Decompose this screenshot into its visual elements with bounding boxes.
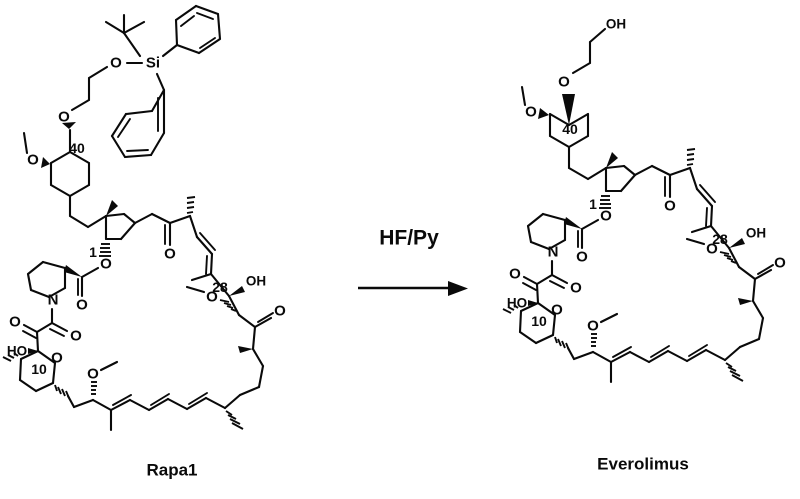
hash-wedge-c1-ester-product <box>599 195 611 209</box>
product-structure-everolimus: OH O 40 O <box>502 17 786 474</box>
atom-label-c28-hydroxyl-reactant: OH <box>246 274 266 289</box>
atom-label-c16-methoxy-o-product: O <box>587 318 599 335</box>
atom-label-c22-ketone-o-product: O <box>774 255 786 272</box>
macrocycle-reactant: O O 1 N O <box>2 196 286 432</box>
hash-wedge-c11-methyl-product <box>502 304 519 314</box>
pipecolate-ring-reactant: N <box>26 260 67 309</box>
locant-1-reactant: 1 <box>89 244 97 260</box>
c40-cyclohexane-ring-product: 40 O <box>520 85 590 181</box>
atom-label-pyran-o-product: O <box>551 302 563 319</box>
macrocycle-product: O O 1 N O O HO <box>502 148 786 384</box>
phenyl-ring-upper <box>174 4 222 55</box>
atom-label-c28-hydroxyl-product: OH <box>746 226 766 241</box>
atom-label-c32-ketone-o-reactant: O <box>164 246 176 263</box>
atom-label-c10-hydroxyl-product: HO <box>507 296 527 311</box>
atom-label-c9-ketone-o-reactant: O <box>9 314 21 331</box>
atom-label-c40-ether-o: O <box>58 109 70 126</box>
atom-label-c39-methoxy-o-product: O <box>525 104 537 121</box>
atom-label-c16-methoxy-o-reactant: O <box>87 366 99 383</box>
atom-label-c8-carbonyl-o-product: O <box>570 280 582 297</box>
atom-label-c32-ketone-o-product: O <box>664 198 676 215</box>
atom-label-c27-methoxy-o-product: O <box>706 241 718 258</box>
locant-40-product: 40 <box>562 121 578 137</box>
atom-label-c8-carbonyl-o-reactant: O <box>70 328 82 345</box>
atom-label-c22-ketone-o-reactant: O <box>274 303 286 320</box>
hash-wedge-c27-methoxy-product <box>719 251 737 264</box>
atom-label-n-product: N <box>548 244 559 261</box>
hash-wedge-c31-methyl-product <box>686 148 696 166</box>
locant-40-reactant: 40 <box>69 140 85 156</box>
atom-label-c9-ketone-o-product: O <box>509 266 521 283</box>
triene-reactant <box>109 392 227 412</box>
reactant-name-label: Rapa1 <box>146 461 197 480</box>
hydroxyethyl-ether-group: OH O <box>558 17 626 91</box>
hash-wedge-c23-methyl-reactant <box>225 410 244 430</box>
atom-label-c40-ether-o-product: O <box>558 74 570 91</box>
hash-wedge-c16-methoxy-reactant <box>91 381 97 395</box>
arrow-head-icon <box>448 281 468 296</box>
reactant-structure-rapa1: Si O <box>2 4 286 480</box>
hash-wedge-c16-methoxy-product <box>591 333 597 347</box>
pipecolate-ring-product: N <box>526 212 567 261</box>
atom-label-c1-carbonyl-o-reactant: O <box>76 297 88 314</box>
hash-wedge-c1-ester <box>99 243 111 257</box>
hash-wedge-c23-methyl-product <box>725 362 744 382</box>
atom-label-n-reactant: N <box>48 292 59 309</box>
pyran-ring-product: O <box>518 302 563 345</box>
atom-label-ester-o-product: O <box>600 208 612 225</box>
pyran-ring-reactant: O <box>18 350 63 393</box>
atom-label-pyran-o-reactant: O <box>51 350 63 367</box>
hash-wedge-c31-methyl-reactant <box>186 196 196 214</box>
hash-wedge-c14-reactant <box>54 384 70 399</box>
c40-cyclohexane-ring: O 40 O <box>22 109 91 229</box>
reagent-label: HF/Py <box>379 227 439 250</box>
atom-label-terminal-oh: OH <box>606 17 626 32</box>
tbdps-protecting-group: Si O <box>70 4 222 159</box>
locant-10-reactant: 10 <box>31 361 47 377</box>
reaction-arrow-group: HF/Py <box>358 227 468 296</box>
triene-product <box>609 344 727 364</box>
locant-1-product: 1 <box>589 196 597 212</box>
hash-wedge-c11-methyl-reactant <box>2 352 19 362</box>
atom-label-silyl-o: O <box>110 55 122 72</box>
atom-label-c1-carbonyl-o-product: O <box>576 249 588 266</box>
atom-label-ester-o-reactant: O <box>100 256 112 273</box>
atom-label-c39-methoxy-o: O <box>27 152 39 169</box>
atom-label-c27-methoxy-o-reactant: O <box>206 289 218 306</box>
product-name-label: Everolimus <box>597 455 689 474</box>
atom-label-si: Si <box>146 55 160 72</box>
phenyl-ring-lower <box>110 88 166 159</box>
hash-wedge-c14-product <box>554 336 570 351</box>
hash-wedge-c27-methoxy-reactant <box>219 299 237 312</box>
locant-10-product: 10 <box>531 313 547 329</box>
atom-label-c10-hydroxyl-reactant: HO <box>7 344 27 359</box>
